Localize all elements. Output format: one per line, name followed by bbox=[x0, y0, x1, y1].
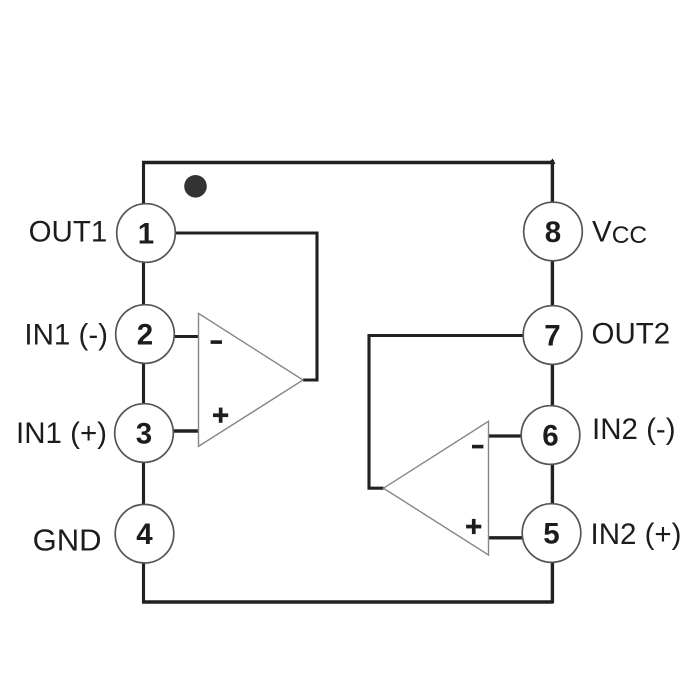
svg-text:IN1 (+): IN1 (+) bbox=[16, 417, 107, 450]
svg-text:8: 8 bbox=[545, 216, 561, 249]
svg-text:IN2 (-): IN2 (-) bbox=[592, 413, 676, 446]
svg-text:3: 3 bbox=[136, 417, 152, 450]
svg-text:1: 1 bbox=[138, 217, 154, 250]
svg-text:7: 7 bbox=[544, 319, 560, 352]
svg-text:GND: GND bbox=[33, 523, 102, 558]
svg-text:2: 2 bbox=[137, 318, 153, 351]
svg-text:VCC: VCC bbox=[592, 215, 647, 249]
svg-text:OUT1: OUT1 bbox=[29, 215, 108, 248]
svg-text:4: 4 bbox=[136, 518, 153, 551]
svg-text:IN1 (-): IN1 (-) bbox=[24, 318, 108, 351]
svg-text:5: 5 bbox=[543, 517, 559, 550]
svg-text:6: 6 bbox=[542, 419, 558, 452]
svg-text:OUT2: OUT2 bbox=[592, 317, 671, 350]
svg-text:IN2 (+): IN2 (+) bbox=[591, 518, 682, 551]
